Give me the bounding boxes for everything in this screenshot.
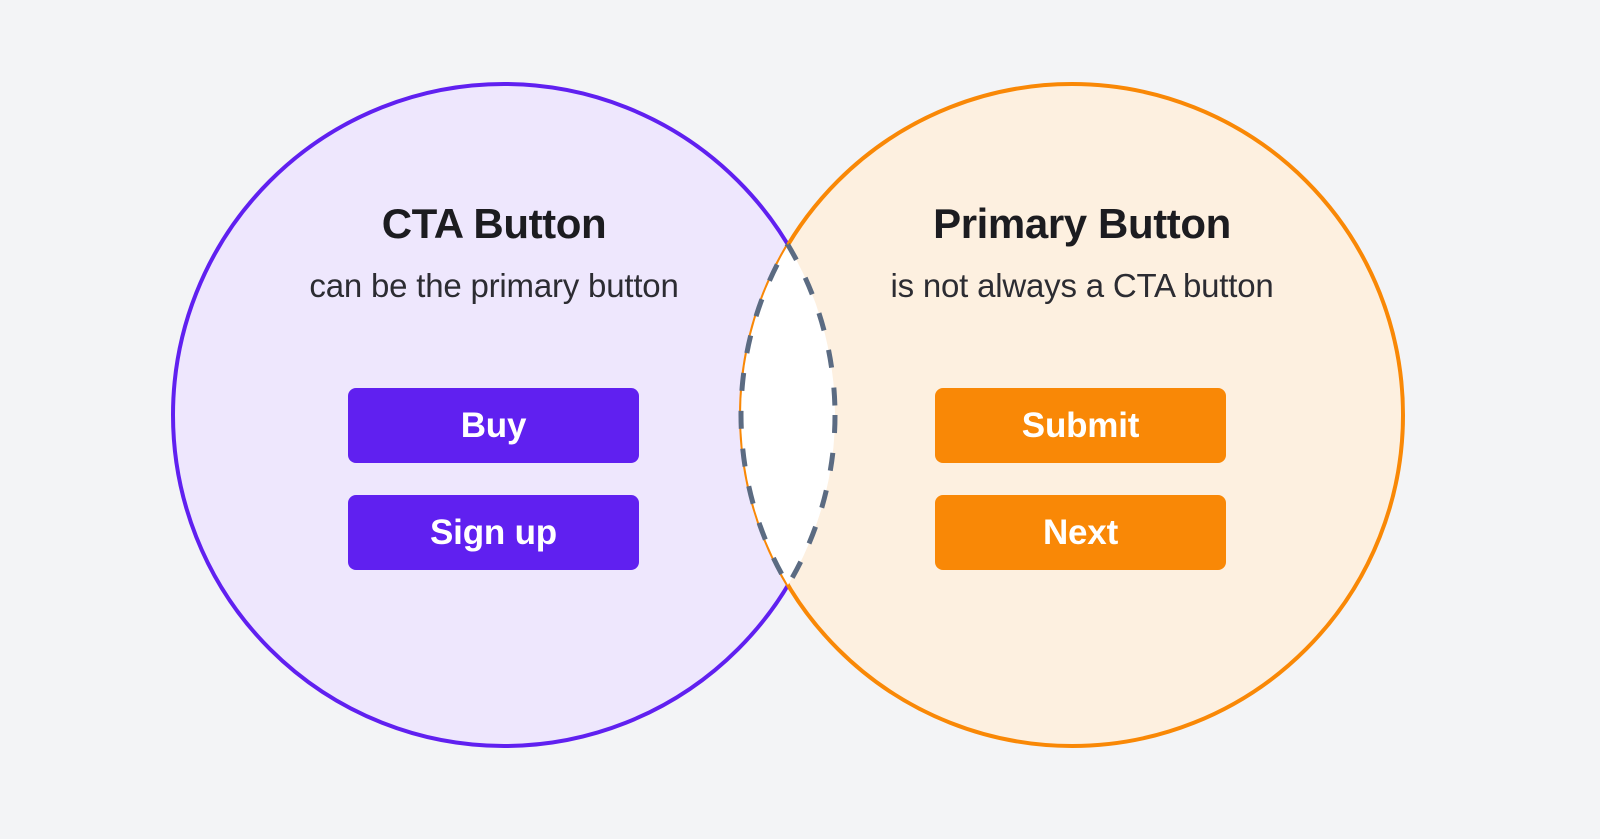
sign-up-button[interactable]: Sign up bbox=[348, 495, 639, 570]
submit-button[interactable]: Submit bbox=[935, 388, 1226, 463]
intersection-lens-arc-left bbox=[741, 84, 838, 746]
set-group-primary[interactable]: Primary Button is not always a CTA butto… bbox=[741, 84, 1403, 746]
next-button[interactable]: Next bbox=[935, 495, 1226, 570]
set-subtitle-primary: is not always a CTA button bbox=[890, 267, 1274, 304]
button-stack-primary: Submit Next bbox=[935, 388, 1226, 570]
set-title-cta: CTA Button bbox=[381, 200, 607, 247]
set-title-primary: Primary Button bbox=[933, 200, 1231, 247]
buy-button[interactable]: Buy bbox=[348, 388, 639, 463]
set-subtitle-cta: can be the primary button bbox=[309, 267, 679, 304]
button-stack-cta: Buy Sign up bbox=[348, 388, 639, 570]
intersection-lens-arc-right bbox=[738, 84, 835, 746]
set-group-cta[interactable]: CTA Button can be the primary button Buy… bbox=[173, 84, 835, 746]
